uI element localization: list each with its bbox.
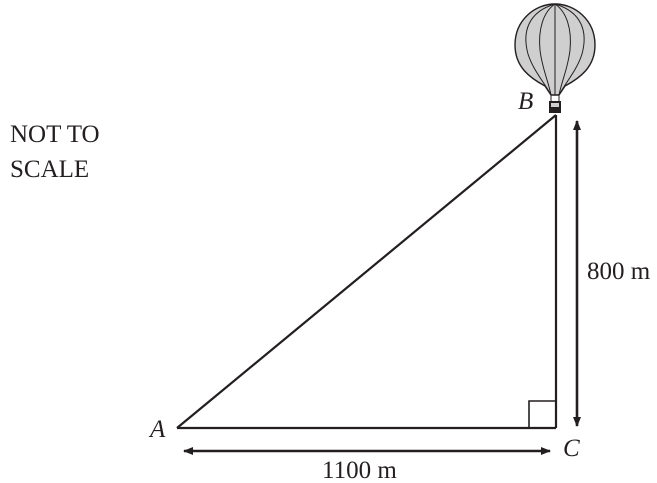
note-line-2: SCALE bbox=[10, 156, 90, 183]
vertex-label-a: A bbox=[148, 416, 166, 443]
vertex-label-c: C bbox=[563, 435, 580, 462]
vertex-label-b: B bbox=[518, 88, 533, 115]
horizontal-measure-label: 1100 m bbox=[322, 457, 397, 483]
not-to-scale-note: NOT TO SCALE bbox=[10, 117, 100, 187]
side-ab bbox=[176, 114, 557, 429]
right-angle-marker bbox=[528, 400, 556, 428]
hot-air-balloon-icon bbox=[514, 3, 596, 113]
vertical-measure-label: 800 m bbox=[587, 258, 651, 285]
note-line-1: NOT TO bbox=[10, 121, 100, 148]
